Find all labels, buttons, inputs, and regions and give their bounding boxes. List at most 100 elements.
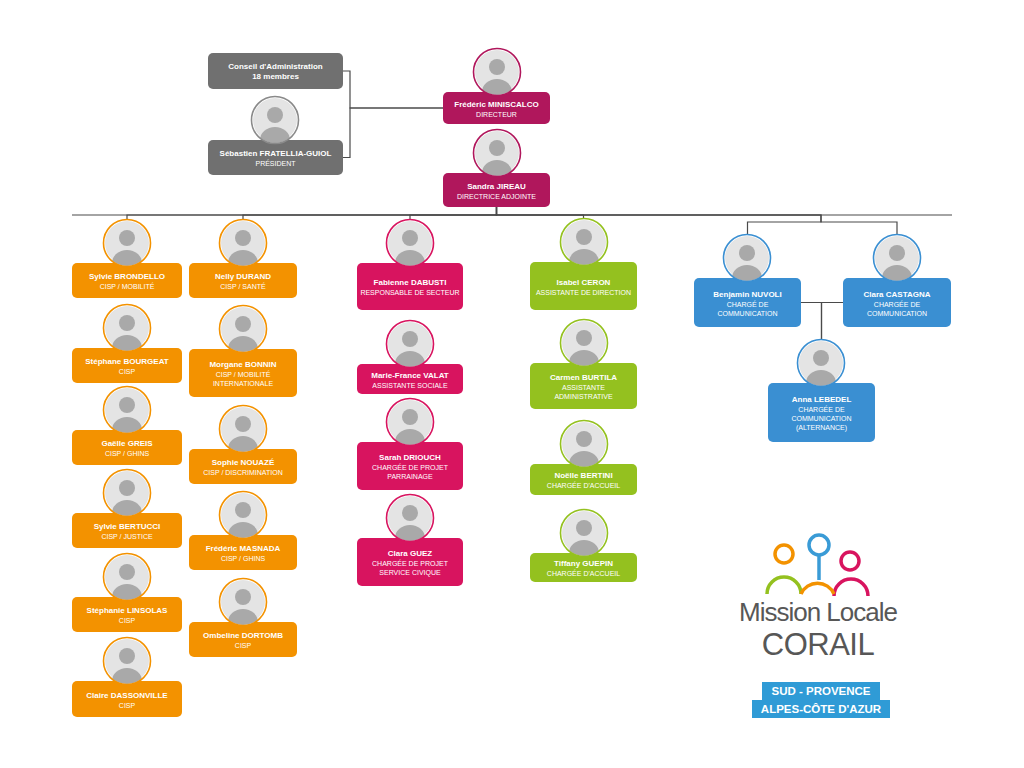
org-connector bbox=[343, 108, 443, 158]
job-title: ASSISTANTE SOCIALE bbox=[372, 381, 447, 390]
org-connector bbox=[127, 207, 497, 263]
staff-box: Sarah DRIOUCHCHARGÉE DE PROJET PARRAINAG… bbox=[357, 442, 463, 490]
logo-region-band: ALPES-CÔTE D'AZUR bbox=[752, 700, 890, 718]
staff-box: Fabienne DABUSTIRESPONSABLE DE SECTEUR bbox=[357, 263, 463, 310]
job-title: CISP / JUSTICE bbox=[101, 532, 152, 541]
job-title: CHARGÉE DE PROJET SERVICE CIVIQUE bbox=[360, 559, 460, 577]
person-name: Noëlle BERTINI bbox=[554, 471, 612, 481]
person-photo bbox=[104, 387, 151, 444]
job-title: CISP / MOBILITÉ bbox=[100, 282, 155, 291]
person-name: Sylvie BERTUCCI bbox=[94, 522, 161, 532]
person-name: Tiffany GUEPIN bbox=[554, 559, 613, 569]
person-photo bbox=[104, 554, 151, 611]
person-name: Isabel CERON bbox=[557, 278, 611, 288]
staff-box: Frédéric MASNADACISP / GHINS bbox=[189, 535, 297, 570]
org-connector bbox=[343, 71, 443, 108]
logo-head bbox=[775, 545, 793, 563]
job-title: CISP / MOBILITÉ INTERNATIONALE bbox=[192, 370, 294, 388]
person-name: Frédéric MINISCALCO bbox=[454, 100, 538, 110]
person-photo bbox=[798, 340, 845, 397]
person-name: Sarah DRIOUCH bbox=[379, 453, 441, 463]
person-photo bbox=[387, 399, 434, 456]
logo-body bbox=[801, 583, 834, 594]
person-name: Morgane BONNIN bbox=[209, 360, 276, 370]
person-photo bbox=[220, 579, 267, 636]
job-title: CISP / GHINS bbox=[221, 554, 265, 563]
person-name: Sandra JIREAU bbox=[467, 182, 526, 192]
person-name: Nelly DURAND bbox=[215, 272, 271, 282]
person-photo bbox=[474, 49, 521, 106]
staff-box: Clara CASTAGNACHARGÉE DE COMMUNICATION bbox=[843, 278, 951, 327]
org-connector bbox=[243, 207, 497, 263]
job-title: DIRECTEUR bbox=[476, 110, 517, 119]
staff-box: Benjamin NUVOLICHARGÉ DE COMMUNICATION bbox=[694, 278, 801, 327]
staff-box: Sophie NOUAZÉCISP / DISCRIMINATION bbox=[189, 449, 297, 484]
job-title: ASSISTANTE DE DIRECTION bbox=[536, 288, 631, 297]
logo-icon bbox=[767, 535, 868, 596]
staff-box: Sandra JIREAUDIRECTRICE ADJOINTE bbox=[443, 173, 550, 207]
staff-box: Noëlle BERTINICHARGÉE D'ACCUEIL bbox=[530, 464, 637, 495]
person-photo bbox=[561, 421, 608, 478]
job-title: CHARGÉ DE COMMUNICATION bbox=[697, 300, 798, 318]
logo-wordmark: CORAIL bbox=[708, 627, 928, 663]
person-photo bbox=[104, 638, 151, 695]
logo-region-band: SUD - PROVENCE bbox=[762, 682, 880, 700]
person-photo bbox=[104, 220, 151, 277]
org-connector bbox=[822, 303, 844, 384]
logo-head bbox=[809, 535, 829, 555]
org-connector bbox=[801, 303, 822, 384]
person-name: Sophie NOUAZÉ bbox=[212, 458, 275, 468]
person-name: Ombeline DORTOMB bbox=[203, 631, 283, 641]
staff-box: Marie-France VALATASSISTANTE SOCIALE bbox=[357, 364, 463, 394]
logo-head bbox=[841, 552, 859, 570]
job-title: CHARGÉE DE PROJET PARRAINAGE bbox=[360, 463, 460, 481]
staff-box: Sylvie BERTUCCICISP / JUSTICE bbox=[72, 513, 182, 548]
person-name: Stéphanie LINSOLAS bbox=[87, 606, 168, 616]
person-name: Conseil d'Administration bbox=[228, 62, 322, 72]
person-photo bbox=[104, 305, 151, 362]
job-title: CHARGÉE DE COMMUNICATION bbox=[846, 300, 948, 318]
person-photo bbox=[220, 492, 267, 549]
job-title: CHARGÉE D'ACCUEIL bbox=[547, 481, 620, 490]
job-title: CISP bbox=[235, 641, 251, 650]
person-name: Claire DASSONVILLE bbox=[86, 691, 167, 701]
job-title: PRÉSIDENT bbox=[255, 159, 295, 168]
person-photo bbox=[220, 220, 267, 277]
job-title: CISP bbox=[119, 701, 135, 710]
staff-box: Claire DASSONVILLECISP bbox=[72, 681, 182, 717]
staff-box: Isabel CERONASSISTANTE DE DIRECTION bbox=[530, 262, 637, 310]
job-title: CISP / DISCRIMINATION bbox=[203, 468, 282, 477]
person-photo bbox=[474, 130, 521, 187]
person-name: Marie-France VALAT bbox=[371, 371, 449, 381]
person-name: Clara CASTAGNA bbox=[864, 290, 931, 300]
person-photo bbox=[252, 97, 299, 154]
staff-box: Carmen BURTILAASSISTANTE ADMINISTRATIVE bbox=[530, 363, 637, 409]
person-photo bbox=[104, 470, 151, 527]
person-name: Sylvie BRONDELLO bbox=[89, 272, 165, 282]
person-name: Frédéric MASNADA bbox=[206, 544, 281, 554]
staff-box: Tiffany GUEPINCHARGÉE D'ACCUEIL bbox=[530, 553, 637, 582]
person-photo bbox=[387, 220, 434, 277]
person-name: Clara GUEZ bbox=[388, 549, 432, 559]
org-connector bbox=[410, 207, 497, 263]
staff-box: Clara GUEZCHARGÉE DE PROJET SERVICE CIVI… bbox=[357, 538, 463, 586]
logo-body bbox=[767, 577, 801, 594]
staff-box: Ombeline DORTOMBCISP bbox=[189, 622, 297, 657]
logo-body bbox=[834, 579, 868, 596]
job-title: DIRECTRICE ADJOINTE bbox=[457, 192, 536, 201]
person-photo bbox=[220, 406, 267, 463]
staff-box: Gaëlle GREISCISP / GHINS bbox=[72, 430, 182, 465]
job-title: CISP / GHINS bbox=[105, 449, 149, 458]
job-title: CHARGÉE D'ACCUEIL bbox=[547, 569, 620, 578]
person-photo bbox=[724, 235, 771, 292]
staff-box: Stéphanie LINSOLASCISP bbox=[72, 597, 182, 632]
person-photo bbox=[387, 495, 434, 552]
job-title: CISP bbox=[119, 616, 135, 625]
job-title: CISP bbox=[119, 367, 135, 376]
staff-box: Frédéric MINISCALCODIRECTEUR bbox=[443, 92, 550, 124]
person-photo bbox=[387, 321, 434, 378]
person-name: Benjamin NUVOLI bbox=[713, 290, 781, 300]
staff-box: Stéphane BOURGEATCISP bbox=[72, 348, 182, 383]
job-title: 18 membres bbox=[252, 72, 299, 82]
